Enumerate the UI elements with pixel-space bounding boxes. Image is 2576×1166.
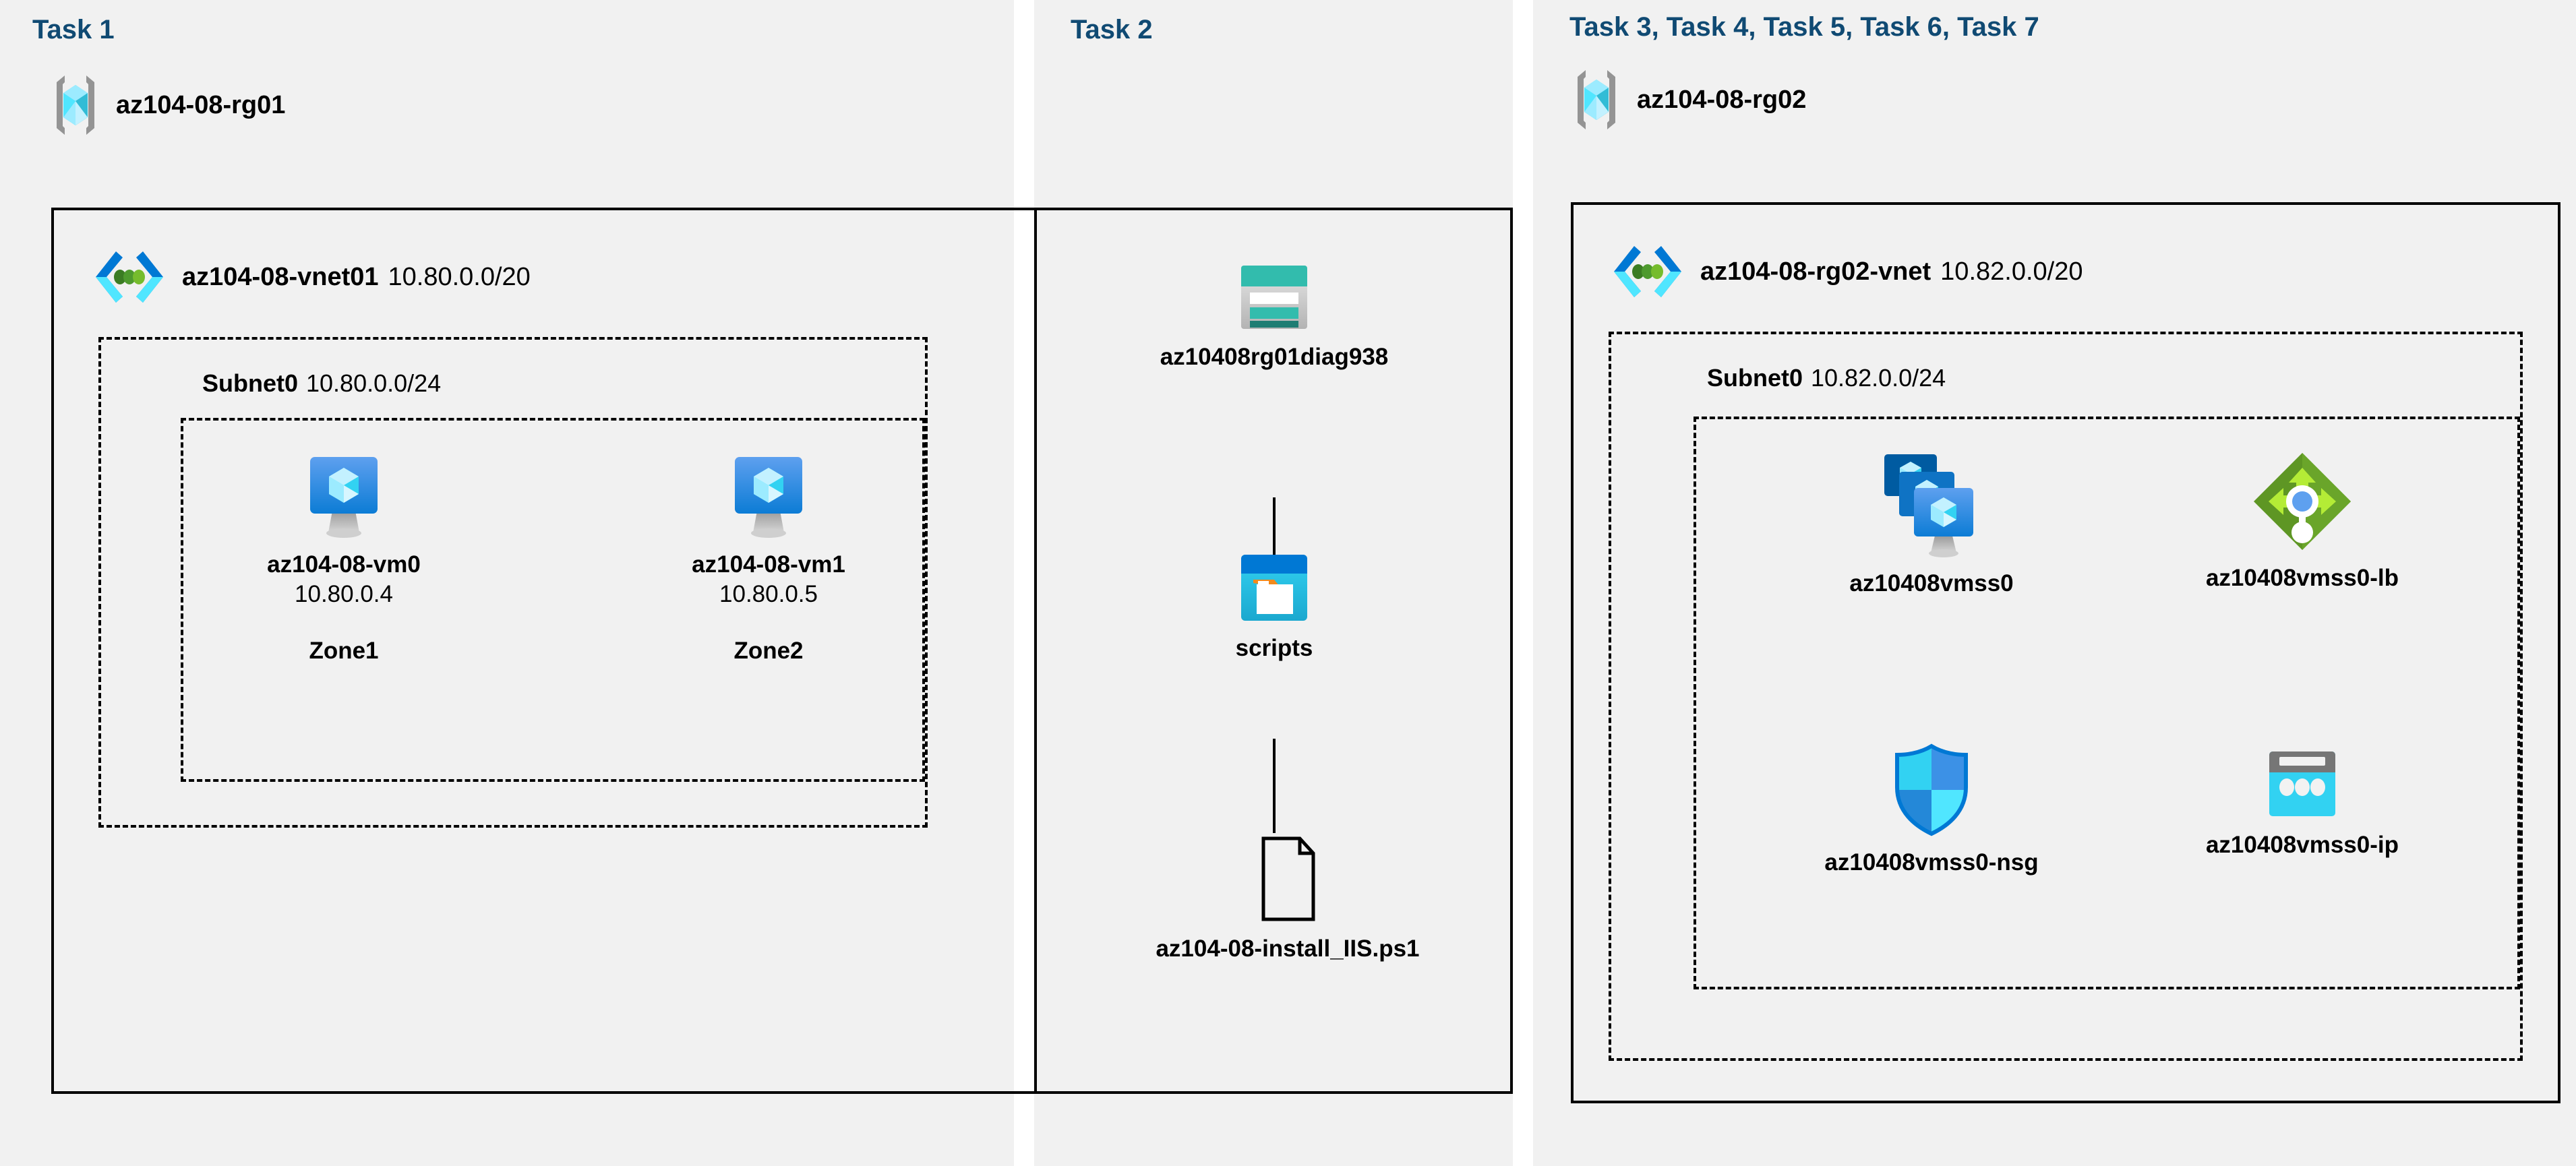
blob-container-node[interactable]: scripts [1160,553,1389,662]
storage-account-node[interactable]: az10408rg01diag938 [1119,263,1429,371]
network-security-group-icon [1892,743,1971,837]
load-balancer-icon [2251,450,2354,553]
resource-group-1-name: az104-08-rg01 [116,90,286,119]
blob-container-name: scripts [1235,635,1313,661]
vm-0-node[interactable]: az104-08-vm0 10.80.0.4 Zone1 [222,453,465,665]
network-security-group-node[interactable]: az10408vmss0-nsg [1787,743,2076,876]
availability-zone-boundary [181,418,925,782]
vnet-1-row: az104-08-vnet01 10.80.0.0/20 [93,248,531,306]
resource-group-2-name: az104-08-rg02 [1637,85,1807,114]
storage-account-name: az10408rg01diag938 [1160,344,1389,370]
public-ip-address-node[interactable]: az10408vmss0-ip [2157,749,2447,859]
subnet-1-cidr: 10.80.0.0/24 [306,369,442,397]
task3-panel [1533,0,2576,1166]
storage-account-icon [1237,263,1311,332]
vnet-2-row: az104-08-rg02-vnet 10.82.0.0/20 [1611,243,2083,301]
script-file-icon [1254,836,1321,923]
public-ip-address-icon [2266,749,2339,820]
subnet-2-boundary [1609,332,2523,1061]
subnet-2-name: Subnet0 [1707,364,1803,392]
vm-scale-set-name: az10408vmss0 [1849,570,2014,596]
vnet-1-name: az104-08-vnet01 [182,262,379,291]
resource-group-icon [1571,67,1622,132]
task3-label: Task 3, Task 4, Task 5, Task 6, Task 7 [1569,12,2039,42]
subnet-2-label: Subnet0 10.82.0.0/24 [1707,364,1946,392]
storage-to-container-connector [1273,497,1276,559]
resource-group-icon [50,73,101,137]
script-file-node[interactable]: az104-08-install_IIS.ps1 [1079,836,1497,962]
vm-1-zone: Zone2 [733,638,804,664]
vnet-1-cidr: 10.80.0.0/20 [388,262,531,291]
task2-label: Task 2 [1071,15,1153,44]
subnet-1-name: Subnet0 [202,369,299,397]
vm-0-ip: 10.80.0.4 [295,581,393,607]
container-to-file-connector [1273,739,1276,833]
subnet-2-cidr: 10.82.0.0/24 [1811,364,1946,392]
vnet-2-cidr: 10.82.0.0/20 [1940,257,2083,286]
virtual-machine-icon [727,453,810,539]
vm-1-name: az104-08-vm1 [692,551,845,578]
vm-0-zone: Zone1 [309,638,379,664]
task1-panel [0,0,1014,1166]
virtual-network-icon [1611,243,1684,301]
virtual-machine-icon [303,453,385,539]
scale-set-resources-boundary [1694,417,2520,989]
vnet-2-boundary [1571,202,2560,1103]
task1-label: Task 1 [32,15,115,44]
vnet-2-name: az104-08-rg02-vnet [1700,257,1931,286]
blob-container-icon [1239,553,1309,623]
vm-scale-set-node[interactable]: az10408vmss0 [1787,450,2076,597]
subnet-1-boundary [98,337,928,828]
public-ip-address-name: az10408vmss0-ip [2205,832,2399,858]
resource-group-1-row: az104-08-rg01 [50,73,285,137]
vm-0-name: az104-08-vm0 [267,551,421,578]
network-security-group-name: az10408vmss0-nsg [1824,849,2039,876]
vm-1-node[interactable]: az104-08-vm1 10.80.0.5 Zone2 [647,453,890,665]
resource-group-2-row: az104-08-rg02 [1571,67,1806,132]
script-file-name: az104-08-install_IIS.ps1 [1156,935,1420,962]
load-balancer-name: az10408vmss0-lb [2205,565,2399,591]
load-balancer-node[interactable]: az10408vmss0-lb [2151,450,2454,592]
vm-1-ip: 10.80.0.5 [719,581,818,607]
task2-boundary [1034,208,1513,1094]
vm-scale-set-icon [1864,450,1999,558]
virtual-network-icon [93,248,166,306]
